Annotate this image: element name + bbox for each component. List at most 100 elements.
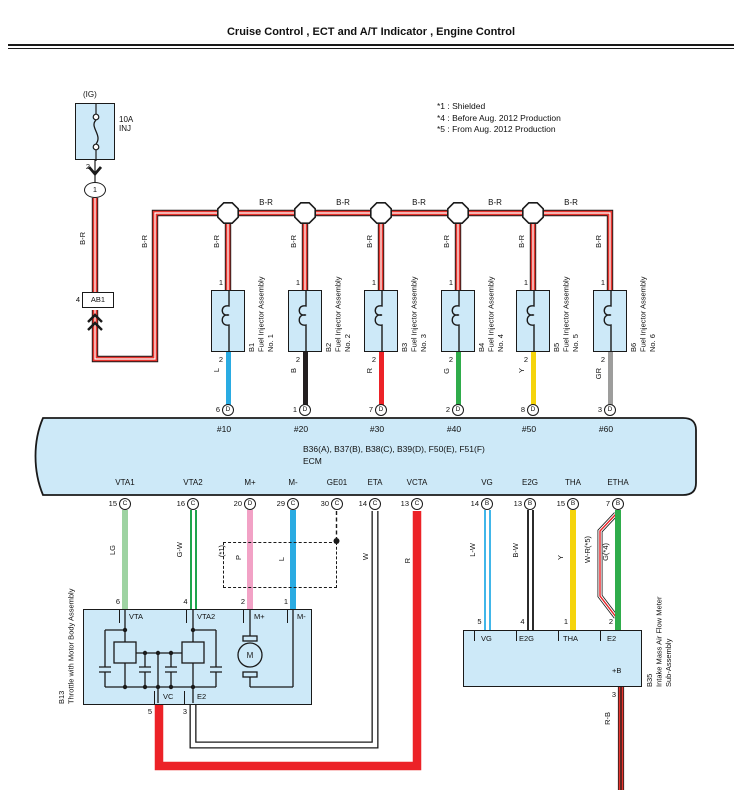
afm-tick-1 <box>474 631 476 641</box>
injector-6-no: No. 6 <box>648 334 657 352</box>
injector-1-no: No. 1 <box>266 334 275 352</box>
ecm-label-mplus: M+ <box>244 478 256 487</box>
throttle-top-tick-1 <box>119 610 121 623</box>
throttle-pin-num-mminus: 1 <box>283 597 288 606</box>
ecm-pin-ring-50: D <box>527 404 539 416</box>
ecm-port-40: #40 <box>446 424 462 434</box>
injector-2-pin-top: 1 <box>295 278 300 287</box>
fuse-rating: 10A <box>119 115 134 124</box>
throttle-id: B13 <box>57 690 66 704</box>
injector-4-wire-label: G <box>442 368 451 374</box>
throttle-top-tick-3 <box>243 610 245 623</box>
page-title: Cruise Control , ECT and A/T Indicator ,… <box>226 26 516 38</box>
br-drop-label-5: B-R <box>517 235 526 248</box>
title-rule-top <box>8 44 734 46</box>
injector-4-no: No. 4 <box>496 334 505 352</box>
pin-ring-vta2: C <box>187 498 199 510</box>
ecm-label-e2g: E2G <box>521 478 539 487</box>
injector-1-wire-label: L <box>212 368 221 373</box>
ecm-connector-codes: B36(A), B37(B), B38(C), B39(D), F50(E), … <box>303 444 485 454</box>
throttle-label-mminus: M- <box>297 612 306 621</box>
etha-wire <box>615 510 621 630</box>
pin-num-mminus: 29 <box>276 499 285 508</box>
br-wire-label-fuse: B-R <box>78 232 87 245</box>
afm-pin-num-plusb: 3 <box>611 690 616 699</box>
pin-num-vta1: 15 <box>108 499 117 508</box>
pin-num-mplus: 20 <box>233 499 242 508</box>
afm-assembly-label: B35 Intake Mass Air Flow Meter Sub-Assem… <box>645 585 674 687</box>
throttle-name: Throttle with Motor Body Assembly <box>66 588 76 704</box>
afm-id: B35 <box>645 673 654 687</box>
ecm-port-50: #50 <box>521 424 537 434</box>
ecm-band <box>34 417 697 496</box>
afm-label-tha: THA <box>563 634 578 643</box>
injector-5-wire <box>530 352 536 406</box>
junction-octagon-3 <box>369 202 393 224</box>
ecm-pin-num-60: 3 <box>597 405 602 414</box>
ecm-port-60: #60 <box>598 424 614 434</box>
fuse-pin-number: 2 <box>85 162 90 171</box>
ecm-label-vg: VG <box>481 478 493 487</box>
throttle-top-tick-4 <box>287 610 289 623</box>
junction-octagon-4 <box>446 202 470 224</box>
afm-label-vg: VG <box>481 634 492 643</box>
y-wire-label: Y <box>556 555 565 561</box>
throttle-label-vc: VC <box>163 692 174 701</box>
br-wire-label-riser: B-R <box>140 235 149 248</box>
injector-3-wire <box>378 352 384 406</box>
air-flow-meter-box <box>463 630 642 687</box>
lg-wire-label: LG <box>108 545 117 556</box>
legend-item-shielded: *1 : Shielded <box>437 101 486 111</box>
legend-item-before: *4 : Before Aug. 2012 Production <box>437 112 561 123</box>
fuel-injector-4-box <box>441 290 475 353</box>
gw-wire-label: G-W <box>175 542 184 558</box>
injector-5-wire-label: Y <box>517 368 526 374</box>
injector-4-name: Fuel Injector Assembly <box>486 276 496 352</box>
ecm-label-vcta: VCTA <box>406 478 428 487</box>
afm-pin-num-tha: 1 <box>563 617 568 626</box>
pin-num-vg: 14 <box>470 499 479 508</box>
ecm-port-30: #30 <box>369 424 385 434</box>
pin-ring-ge01: C <box>331 498 343 510</box>
fuse-name: INJ <box>119 124 131 133</box>
junction-octagon-2 <box>293 202 317 224</box>
br-bus-label-4: B-R <box>488 198 502 207</box>
injector-2-name: Fuel Injector Assembly <box>333 276 343 352</box>
junction-octagon-1 <box>217 202 239 224</box>
tha-wire <box>570 510 576 630</box>
up-chevron-icon-2 <box>87 321 103 331</box>
mplus-wire <box>247 510 253 609</box>
mminus-wire <box>290 510 296 609</box>
rb-wire-label: R-B <box>603 712 612 725</box>
afm-tick-2 <box>516 631 518 641</box>
w-wire-label: W <box>361 553 370 561</box>
ecm-label-eta: ETA <box>367 478 383 487</box>
shield-box <box>223 542 337 588</box>
injector-4-pin-top: 1 <box>448 278 453 287</box>
injector-4-pin-bottom: 2 <box>448 355 453 364</box>
injector-6-wire-label: GR <box>594 368 603 380</box>
throttle-internal-circuit: M <box>99 610 294 703</box>
br-bus-label-5: B-R <box>564 198 578 207</box>
injector-coil-icon <box>603 291 612 353</box>
throttle-top-tick-2 <box>186 610 188 623</box>
afm-pin-num-vg: 5 <box>477 617 482 626</box>
throttle-body-box: M <box>83 609 312 705</box>
ecm-pin-ring-10: D <box>222 404 234 416</box>
fuel-injector-5-box <box>516 290 550 353</box>
injector-1-pin-bottom: 2 <box>218 355 223 364</box>
throttle-assembly-label: B13 Throttle with Motor Body Assembly <box>57 586 76 704</box>
injector-2-wire <box>302 352 308 406</box>
injector-coil-icon <box>221 291 230 353</box>
pin-num-vta2: 16 <box>176 499 185 508</box>
throttle-pin-num-vc: 5 <box>147 707 152 716</box>
fuel-injector-6-box <box>593 290 627 353</box>
e2g-wire <box>526 510 534 630</box>
injector-6-label: B6 Fuel Injector Assembly No. 6 <box>629 238 658 352</box>
lw-wire-label: L-W <box>468 543 477 557</box>
throttle-label-mplus: M+ <box>254 612 265 621</box>
afm-name2: Sub-Assembly <box>664 638 673 687</box>
throttle-label-e2: E2 <box>197 692 207 701</box>
